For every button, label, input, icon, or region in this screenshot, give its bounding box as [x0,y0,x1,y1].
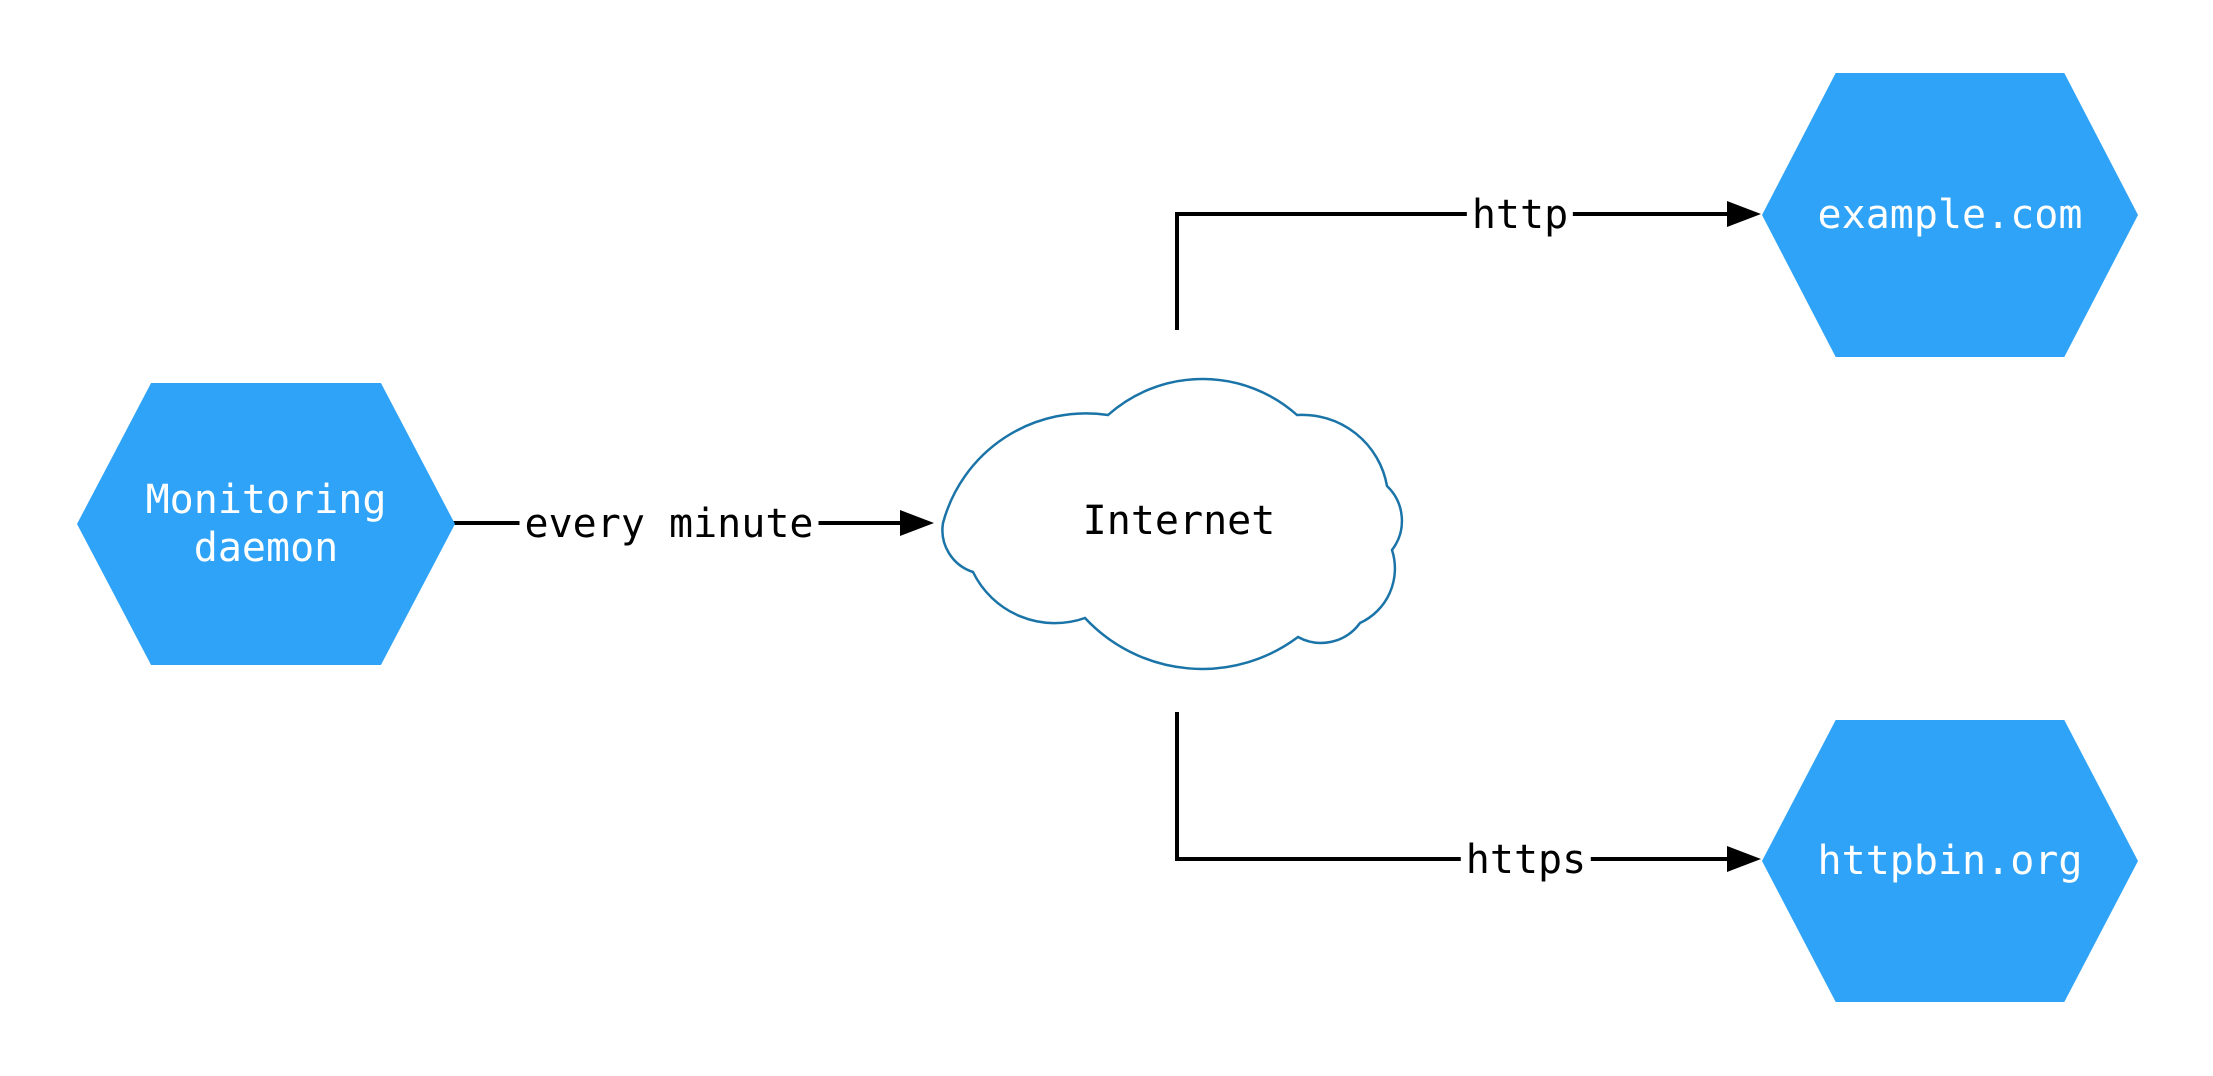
edge-label-every-minute: every minute [519,502,819,546]
node-httpbin-org: httpbin.org [1762,720,2138,1002]
arrowhead-right-icon [1727,201,1761,227]
edge-https-line [1175,712,1729,861]
edge-label-http: http [1466,193,1574,237]
node-monitoring-daemon-label: Monitoring daemon [145,477,387,571]
edge-http-line [1175,212,1729,330]
node-internet-label: Internet [1082,498,1276,544]
arrowhead-right-icon [900,510,934,536]
edge-label-https: https [1460,838,1592,882]
node-example-com-label: example.com [1817,192,2083,238]
node-monitoring-daemon: Monitoring daemon [77,383,455,665]
arrowhead-right-icon [1727,846,1761,872]
cloud-icon [941,377,1404,671]
node-httpbin-org-label: httpbin.org [1817,838,2083,884]
node-example-com: example.com [1762,73,2138,357]
internet-cloud-outline [941,377,1404,671]
